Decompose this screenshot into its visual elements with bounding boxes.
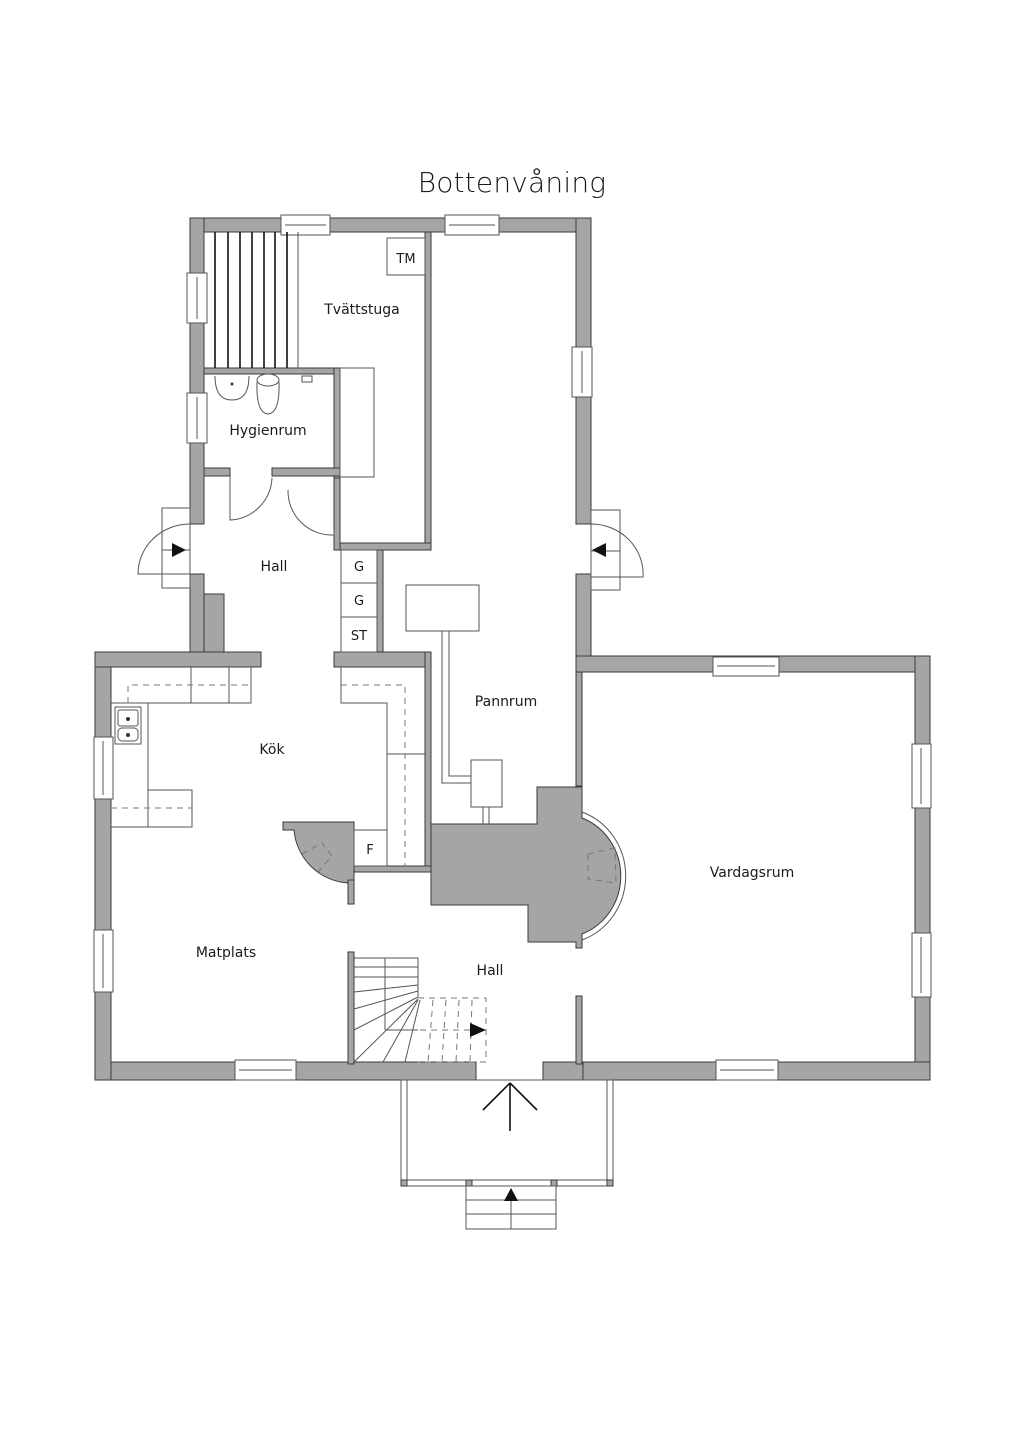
kitchen-sink-icon — [114, 706, 142, 745]
interior-walls — [203, 231, 583, 1065]
room-label-kok: Kök — [259, 742, 285, 758]
floor-title: Bottenvåning — [417, 166, 607, 199]
chimney-block — [430, 786, 622, 949]
entry-arrow-left-icon — [172, 543, 186, 557]
room-label-vardagsrum: Vardagsrum — [710, 865, 795, 881]
closet-label-3: ST — [351, 629, 367, 644]
water-heater — [470, 759, 503, 808]
washing-machine — [386, 237, 426, 276]
room-label-hall-lower: Hall — [477, 963, 504, 979]
entry-arrow-right-icon — [592, 543, 606, 557]
sink-icon — [214, 375, 250, 401]
room-label-tvattstuga: Tvättstuga — [323, 302, 400, 318]
porch — [400, 1079, 614, 1230]
closets — [340, 549, 378, 653]
north-arrow-icon — [482, 1082, 538, 1131]
tm-label: TM — [395, 252, 415, 267]
corner-stove — [282, 821, 355, 884]
fireplace-hearth — [581, 811, 627, 941]
main-entry-arrow-icon — [504, 1188, 518, 1201]
boiler-pipe — [441, 631, 471, 784]
windows — [93, 214, 932, 1081]
kitchen-cabinets — [111, 667, 425, 867]
fridge-label: F — [366, 843, 373, 858]
slatted-bench — [214, 232, 299, 368]
fireplace-opening — [587, 847, 617, 884]
closet-label-1: G — [354, 560, 364, 575]
stair-direction-arrow-icon — [470, 1023, 486, 1037]
faucet-icon — [301, 375, 313, 383]
laundry-counter — [339, 367, 375, 478]
room-label-hygienrum: Hygienrum — [229, 423, 306, 439]
staircase — [353, 957, 487, 1063]
doors — [137, 476, 644, 591]
room-label-matplats: Matplats — [196, 945, 256, 961]
boiler — [405, 584, 480, 632]
toilet-icon — [256, 373, 280, 415]
room-label-hall-upper: Hall — [261, 559, 288, 575]
closet-label-2: G — [354, 594, 364, 609]
room-label-pannrum: Pannrum — [475, 694, 537, 710]
